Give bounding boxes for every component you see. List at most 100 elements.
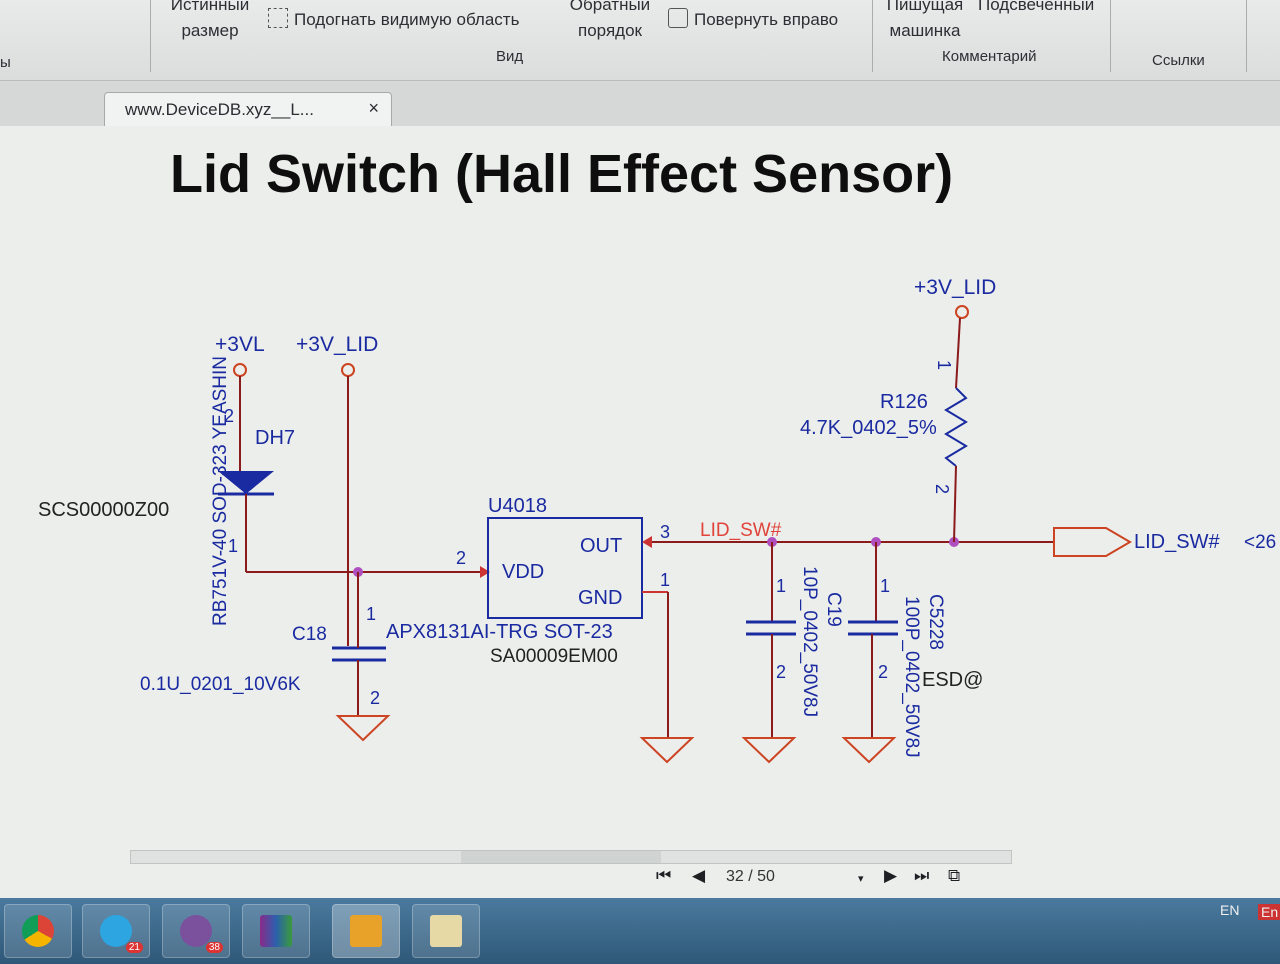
document-tab[interactable]: www.DeviceDB.xyz__L... × [104, 92, 392, 127]
c18-ref: C18 [292, 624, 327, 645]
close-icon[interactable]: × [368, 98, 379, 118]
ribbon-toolbar: ы Истинный размер Подогнать видимую обла… [0, 0, 1280, 81]
language-indicator[interactable]: EN [1220, 902, 1240, 918]
viber-icon [180, 915, 212, 947]
taskbar-pdf-reader-button[interactable] [332, 904, 400, 958]
ribbon-group-view: Вид [496, 48, 524, 65]
c19-pin2: 2 [776, 662, 786, 682]
page-dropdown-icon[interactable]: ▾ [858, 873, 864, 885]
c18-pin2: 2 [370, 688, 380, 708]
schematic-canvas: Lid Switch (Hall Effect Sensor) +3VL +3V… [38, 144, 1276, 764]
ground-symbol [335, 715, 391, 742]
viber-badge: 38 [205, 942, 223, 953]
c18-value: 0.1U_0201_10V6K [140, 674, 301, 695]
first-page-icon[interactable]: ⏮ [656, 866, 672, 885]
offpage-connector [1053, 527, 1132, 557]
c19-pin1: 1 [776, 576, 786, 596]
taskbar-telegram-button[interactable]: 21 [82, 904, 150, 958]
ribbon-separator [1246, 0, 1247, 72]
net-label-lid-sw: LID_SW# [700, 520, 782, 541]
typewriter-button[interactable]: Пишущая машинка [886, 0, 964, 40]
ic-code: SA00009EM00 [490, 646, 618, 667]
ribbon-group-links: Ссылки [1152, 52, 1205, 69]
ic-part: APX8131AI-TRG SOT-23 [386, 621, 613, 643]
diode-pin2: 2 [224, 406, 234, 426]
last-page-icon[interactable]: ⏭ [914, 866, 930, 885]
pdf-reader-icon [350, 915, 382, 947]
taskbar [0, 898, 1280, 964]
ic-pin2: 2 [456, 548, 466, 568]
actual-size-button[interactable]: Истинный размер [170, 0, 250, 40]
offpage-ref: <26 [1244, 532, 1276, 553]
c18-pin1: 1 [366, 604, 376, 624]
ribbon-group-comment: Комментарий [942, 48, 1037, 65]
rotate-right-icon [668, 8, 688, 28]
wire [955, 317, 961, 389]
c19-ref: C19 [823, 592, 844, 627]
r126-pin1: 1 [934, 360, 954, 370]
previous-page-icon[interactable]: ◀ [692, 866, 706, 885]
scrollbar-thumb[interactable] [461, 851, 661, 863]
r126-value: 4.7K_0402_5% [800, 417, 937, 439]
ribbon-separator [150, 0, 151, 72]
c5228-pin2: 2 [878, 662, 888, 682]
ic-out-label: OUT [580, 535, 622, 557]
ribbon-separator [872, 0, 873, 72]
highlighted-button[interactable]: Подсвеченный [978, 0, 1095, 14]
taskbar-winrar-button[interactable] [242, 904, 310, 958]
document-tab-label: www.DeviceDB.xyz__L... [125, 100, 314, 119]
pin-arrow [642, 536, 652, 548]
explorer-icon [430, 915, 462, 947]
document-view[interactable]: Lid Switch (Hall Effect Sensor) +3VL +3V… [0, 126, 1280, 898]
power-3v-lid-label: +3V_LID [296, 333, 378, 356]
ic-gnd-label: GND [578, 587, 622, 609]
c5228-pin1: 1 [880, 576, 890, 596]
keyboard-layout-indicator[interactable]: En [1258, 904, 1280, 920]
horizontal-scrollbar[interactable] [130, 850, 1012, 864]
c19-value: 10P_0402_50V8J [799, 566, 820, 717]
page-indicator[interactable]: 32 / 50 [726, 868, 775, 885]
ribbon-group-label-partial: ы [0, 54, 11, 71]
power-3v-lid-label-right: +3V_LID [914, 276, 996, 299]
diode-ref: DH7 [255, 427, 295, 449]
diode-pin1: 1 [228, 536, 238, 556]
diode-code: SCS00000Z00 [38, 499, 169, 521]
ic-pin1: 1 [660, 570, 670, 590]
fit-visible-button[interactable]: Подогнать видимую область [268, 8, 519, 31]
power-3v-lid-symbol-right [955, 305, 969, 319]
ground-symbol [841, 737, 897, 764]
power-3vl-label: +3VL [215, 333, 265, 356]
ic-pin3: 3 [660, 522, 670, 542]
offpage-net-label: LID_SW# [1134, 531, 1220, 553]
ic-vdd-label: VDD [502, 561, 544, 583]
ground-symbol [741, 737, 797, 764]
winrar-icon [260, 915, 292, 947]
ribbon-separator [1110, 0, 1111, 72]
power-3vl-symbol [233, 363, 247, 377]
two-page-view-icon[interactable]: ⧉ [948, 866, 961, 885]
schematic-title: Lid Switch (Hall Effect Sensor) [170, 144, 953, 204]
taskbar-explorer-button[interactable] [412, 904, 480, 958]
c5228-ref: C5228 [925, 594, 946, 650]
diode-dh7-symbol [218, 471, 274, 494]
ic-u4018-body [487, 517, 643, 619]
taskbar-viber-button[interactable]: 38 [162, 904, 230, 958]
ic-ref: U4018 [488, 495, 547, 517]
fit-visible-icon [268, 8, 288, 28]
taskbar-chrome-button[interactable] [4, 904, 72, 958]
resistor-r126-symbol [944, 387, 968, 467]
next-page-icon[interactable]: ▶ [884, 866, 898, 885]
telegram-icon [100, 915, 132, 947]
c5228-value: 100P_0402_50V8J [901, 596, 922, 758]
reverse-order-button[interactable]: Обратный порядок [569, 0, 651, 40]
power-3v-lid-symbol [341, 363, 355, 377]
rotate-right-button[interactable]: Повернуть вправо [668, 8, 838, 31]
c5228-option: ESD@ [922, 669, 983, 691]
chrome-icon [22, 915, 54, 947]
r126-ref: R126 [880, 391, 928, 413]
r126-pin2: 2 [932, 484, 952, 494]
telegram-badge: 21 [125, 942, 143, 953]
diode-part: RB751V-40 SOD-323 YEASHIN [210, 356, 231, 626]
wire [953, 465, 957, 543]
ground-symbol [639, 737, 695, 764]
